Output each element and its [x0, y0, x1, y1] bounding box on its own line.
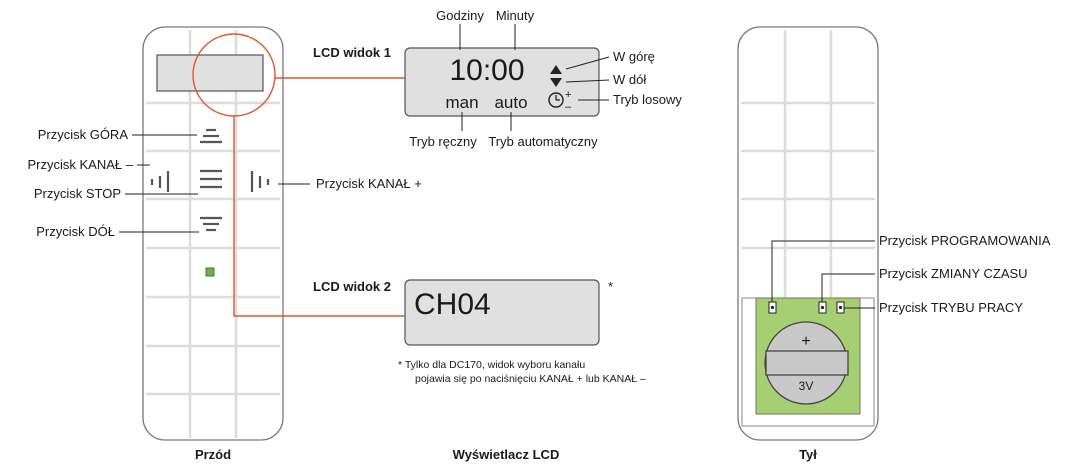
- label-random-mode: Tryb losowy: [613, 92, 682, 107]
- front-title: Przód: [195, 447, 231, 462]
- lcd-channel-text: CH04: [414, 288, 491, 321]
- front-remote-body: [142, 26, 284, 441]
- footnote-line-2: pojawia się po naciśnięciu KANAŁ + lub K…: [415, 373, 646, 385]
- clock-plus-sign: +: [565, 89, 571, 101]
- label-hours: Godziny: [436, 8, 484, 23]
- lcd-view-1: LCD widok 1 10:00 man auto + – Godziny M…: [313, 8, 682, 149]
- battery-plus-sign: +: [801, 333, 810, 350]
- down-button[interactable]: [200, 216, 222, 232]
- front-remote-grid: [146, 30, 280, 438]
- up-arrow-icon: [550, 65, 562, 74]
- label-down: W dół: [613, 72, 646, 87]
- lcd-view1-screen: [404, 47, 600, 117]
- label-channel-minus: Przycisk KANAŁ –: [28, 157, 134, 172]
- channel-minus-button[interactable]: [150, 171, 170, 192]
- label-time-change-button: Przycisk ZMIANY CZASU: [879, 266, 1028, 281]
- up-button[interactable]: [200, 128, 222, 144]
- label-channel-plus: Przycisk KANAŁ +: [316, 176, 422, 191]
- clock-minus-sign: –: [565, 101, 572, 113]
- footnote-line-1: * Tylko dla DC170, widok wyboru kanału: [398, 359, 585, 371]
- back-remote: + 3V Przycisk PROGRAMOWANIA Przycisk ZMI…: [737, 26, 1051, 462]
- stop-button[interactable]: [200, 169, 222, 189]
- label-manual-mode: Tryb ręczny: [409, 134, 477, 149]
- label-work-mode-button: Przycisk TRYBU PRACY: [879, 300, 1023, 315]
- lcd-view-2: LCD widok 2 CH04 * * Tylko dla DC170, wi…: [313, 279, 646, 462]
- back-title: Tył: [799, 447, 817, 462]
- down-arrow-icon: [550, 78, 562, 87]
- battery: [764, 321, 849, 405]
- front-lcd-window: [156, 54, 264, 92]
- back-remote-grid: [741, 30, 875, 298]
- lcd-time: 10:00: [449, 54, 524, 87]
- label-up-button: Przycisk GÓRA: [38, 127, 129, 142]
- front-remote: Przycisk GÓRA Przycisk KANAŁ – Przycisk …: [28, 26, 422, 462]
- label-up: W górę: [613, 49, 655, 64]
- lcd-view2-screen: [404, 279, 600, 346]
- lcd-view1-heading: LCD widok 1: [313, 45, 391, 60]
- lcd-mode-auto: auto: [494, 93, 527, 112]
- label-down-button: Przycisk DÓŁ: [36, 224, 115, 239]
- label-stop-button: Przycisk STOP: [34, 186, 121, 201]
- lcd-title: Wyświetlacz LCD: [453, 447, 560, 462]
- battery-voltage: 3V: [799, 379, 814, 393]
- lcd-mode-manual: man: [445, 93, 478, 112]
- callout-to-lcd-view2: [233, 116, 405, 317]
- channel-plus-button[interactable]: [250, 171, 270, 192]
- label-program-button: Przycisk PROGRAMOWANIA: [879, 233, 1051, 248]
- status-led: [205, 267, 215, 277]
- label-auto-mode: Tryb automatyczny: [488, 134, 598, 149]
- label-minutes: Minuty: [496, 8, 535, 23]
- lcd-view2-heading: LCD widok 2: [313, 279, 391, 294]
- lcd-view2-asterisk: *: [608, 279, 613, 294]
- clock-icon: [548, 92, 564, 108]
